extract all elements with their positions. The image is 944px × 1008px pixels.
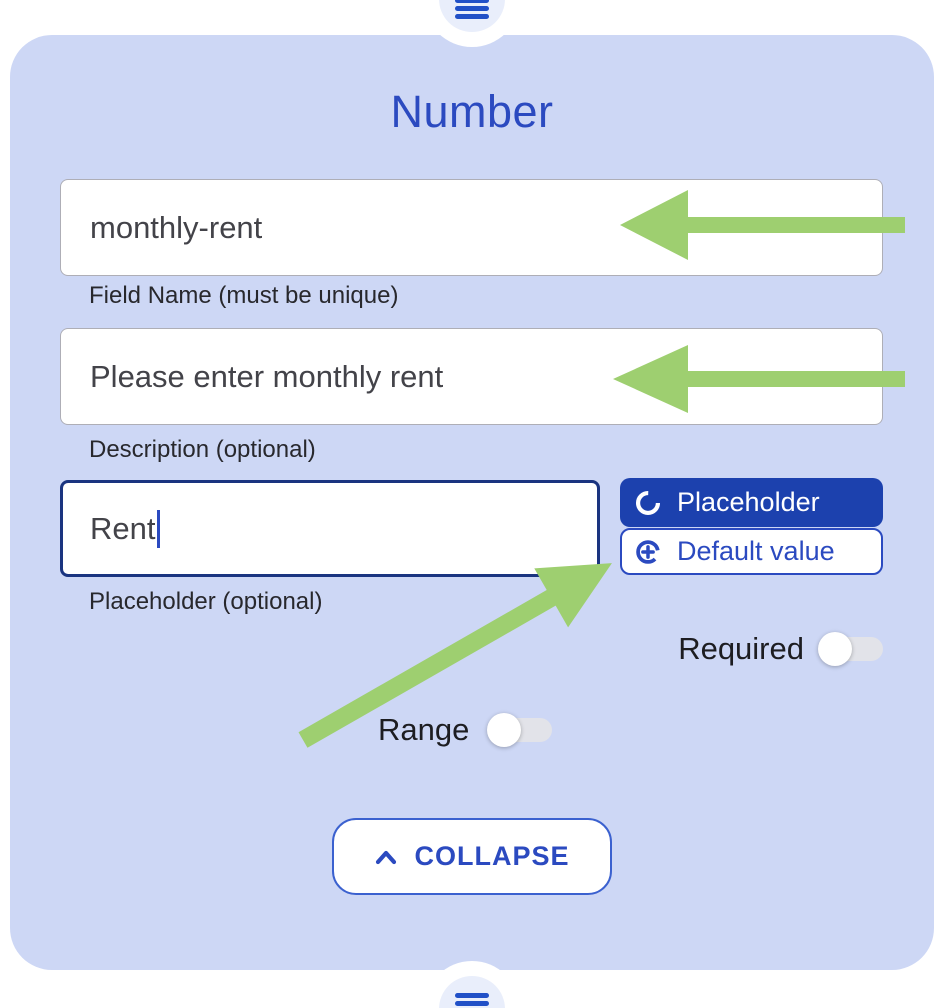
range-toggle-knob <box>487 713 522 747</box>
page-title: Number <box>390 86 554 137</box>
placeholder-label: Placeholder (optional) <box>89 588 323 615</box>
field-name-label: Field Name (must be unique) <box>89 282 399 309</box>
range-toggle[interactable] <box>487 713 553 747</box>
description-input[interactable]: Please enter monthly rent <box>60 328 883 425</box>
required-row: Required <box>678 631 883 667</box>
description-value: Please enter monthly rent <box>90 358 444 394</box>
collapse-button[interactable]: COLLAPSE <box>332 818 612 895</box>
range-row: Range <box>378 712 553 748</box>
default-value-mode-button[interactable]: Default value <box>620 528 883 575</box>
placeholder-value: Rent <box>90 510 156 546</box>
refresh-icon <box>635 490 661 515</box>
chevron-up-icon <box>376 850 397 864</box>
field-name-input[interactable]: monthly-rent <box>60 179 883 276</box>
required-label: Required <box>678 631 804 666</box>
placeholder-mode-label: Placeholder <box>677 487 820 517</box>
placeholder-mode-button[interactable]: Placeholder <box>620 478 883 527</box>
required-toggle-knob <box>818 632 852 666</box>
required-toggle[interactable] <box>818 632 883 666</box>
range-label: Range <box>378 712 470 747</box>
field-name-value: monthly-rent <box>90 209 263 245</box>
placeholder-input[interactable]: Rent <box>60 480 600 577</box>
add-circle-icon <box>636 539 660 564</box>
default-value-mode-label: Default value <box>677 536 835 566</box>
description-label: Description (optional) <box>89 436 316 463</box>
collapse-button-label: COLLAPSE <box>414 841 570 871</box>
text-cursor <box>157 509 161 548</box>
